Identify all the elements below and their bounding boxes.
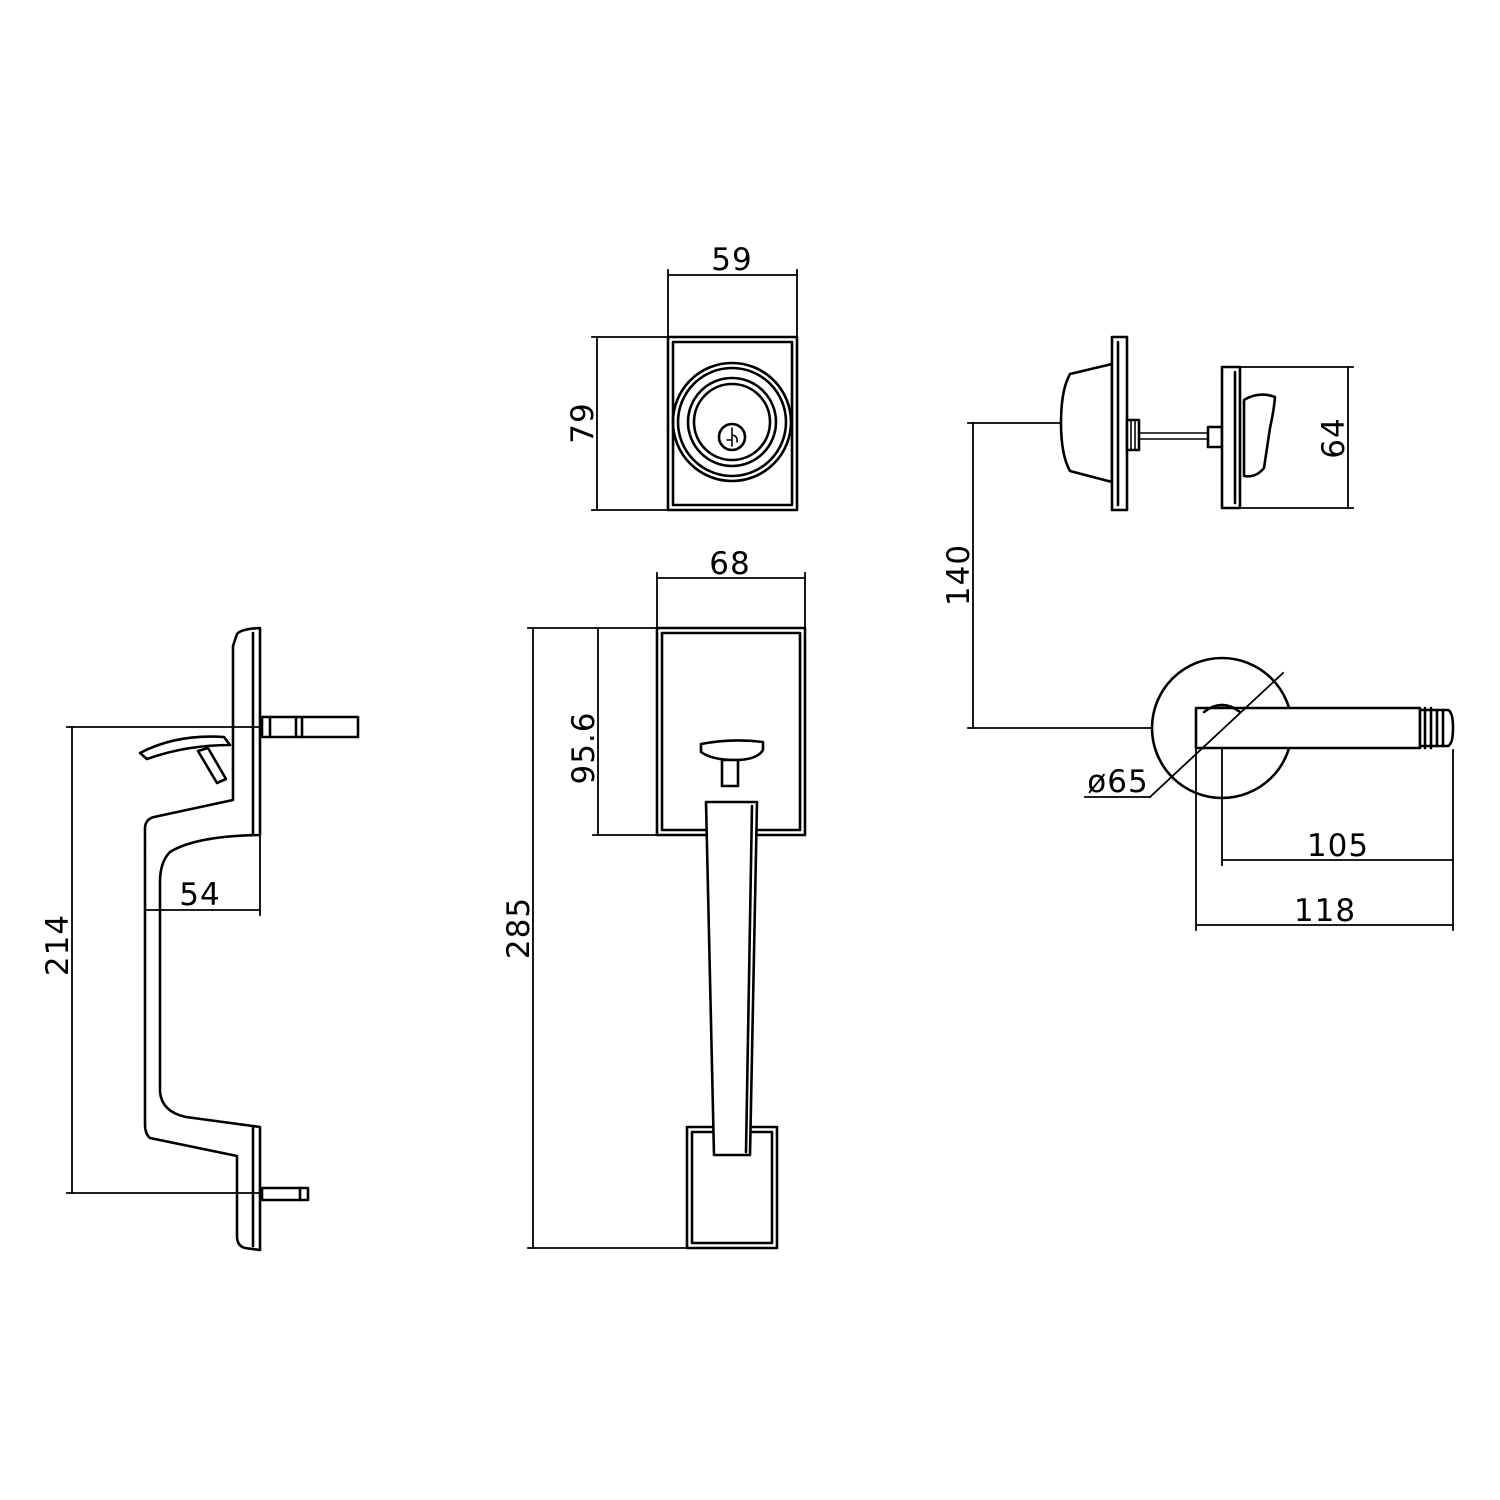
side-bottom-spindle [260, 1186, 310, 1202]
cylinder-ring-inner [692, 382, 772, 462]
thumb-lever [699, 739, 765, 762]
lever-hub-arc [1202, 703, 1242, 714]
cylinder-ring-2 [676, 366, 788, 478]
side-handle-profile [143, 626, 262, 1252]
dim-68-label: 68 [709, 546, 750, 582]
dim-diameter-line [1148, 671, 1285, 799]
deadbolt-front-view: 59 79 [565, 242, 799, 512]
lever-arm [1194, 706, 1422, 750]
grip-body [704, 800, 759, 1157]
handle-front-view: 68 95.6 285 [501, 546, 807, 1250]
deadbolt-tail-block [1206, 425, 1224, 449]
handle-side-view: 214 54 [40, 626, 360, 1252]
top-plate-outer [655, 626, 807, 837]
thumbturn [1242, 393, 1277, 478]
deadbolt-inner-rose [1220, 365, 1242, 510]
side-lever-link [196, 746, 228, 785]
cylinder-ring-3 [686, 376, 778, 468]
keyhole-plug [717, 422, 747, 452]
thumb-lever-stem [720, 758, 740, 788]
side-thumb-lever [138, 735, 232, 761]
dim-140-label: 140 [941, 544, 977, 606]
deadbolt-connector [1125, 418, 1141, 452]
dim-64-label: 64 [1316, 417, 1352, 458]
dim-diameter-label: ø65 [1087, 764, 1148, 800]
cylinder-ring-outer [671, 361, 793, 483]
dim-118-label: 118 [1294, 893, 1356, 929]
grip-ridge [744, 804, 754, 1154]
dim-95-6-label: 95.6 [566, 711, 602, 784]
lever-view: ø65 105 118 [1084, 656, 1455, 931]
dim-59-label: 59 [711, 242, 752, 278]
dim-214-label: 214 [40, 914, 76, 976]
deadbolt-side-view: 64 140 [941, 335, 1354, 729]
keyway-icon [726, 427, 738, 447]
deadbolt-outer-rose [1110, 335, 1129, 512]
side-top-spindle [260, 715, 360, 739]
dim-105-label: 105 [1307, 828, 1369, 864]
dim-79-label: 79 [565, 402, 601, 443]
deadbolt-cone [1059, 362, 1114, 484]
dim-285-label: 285 [501, 897, 537, 959]
dim-54-label: 54 [179, 877, 220, 913]
